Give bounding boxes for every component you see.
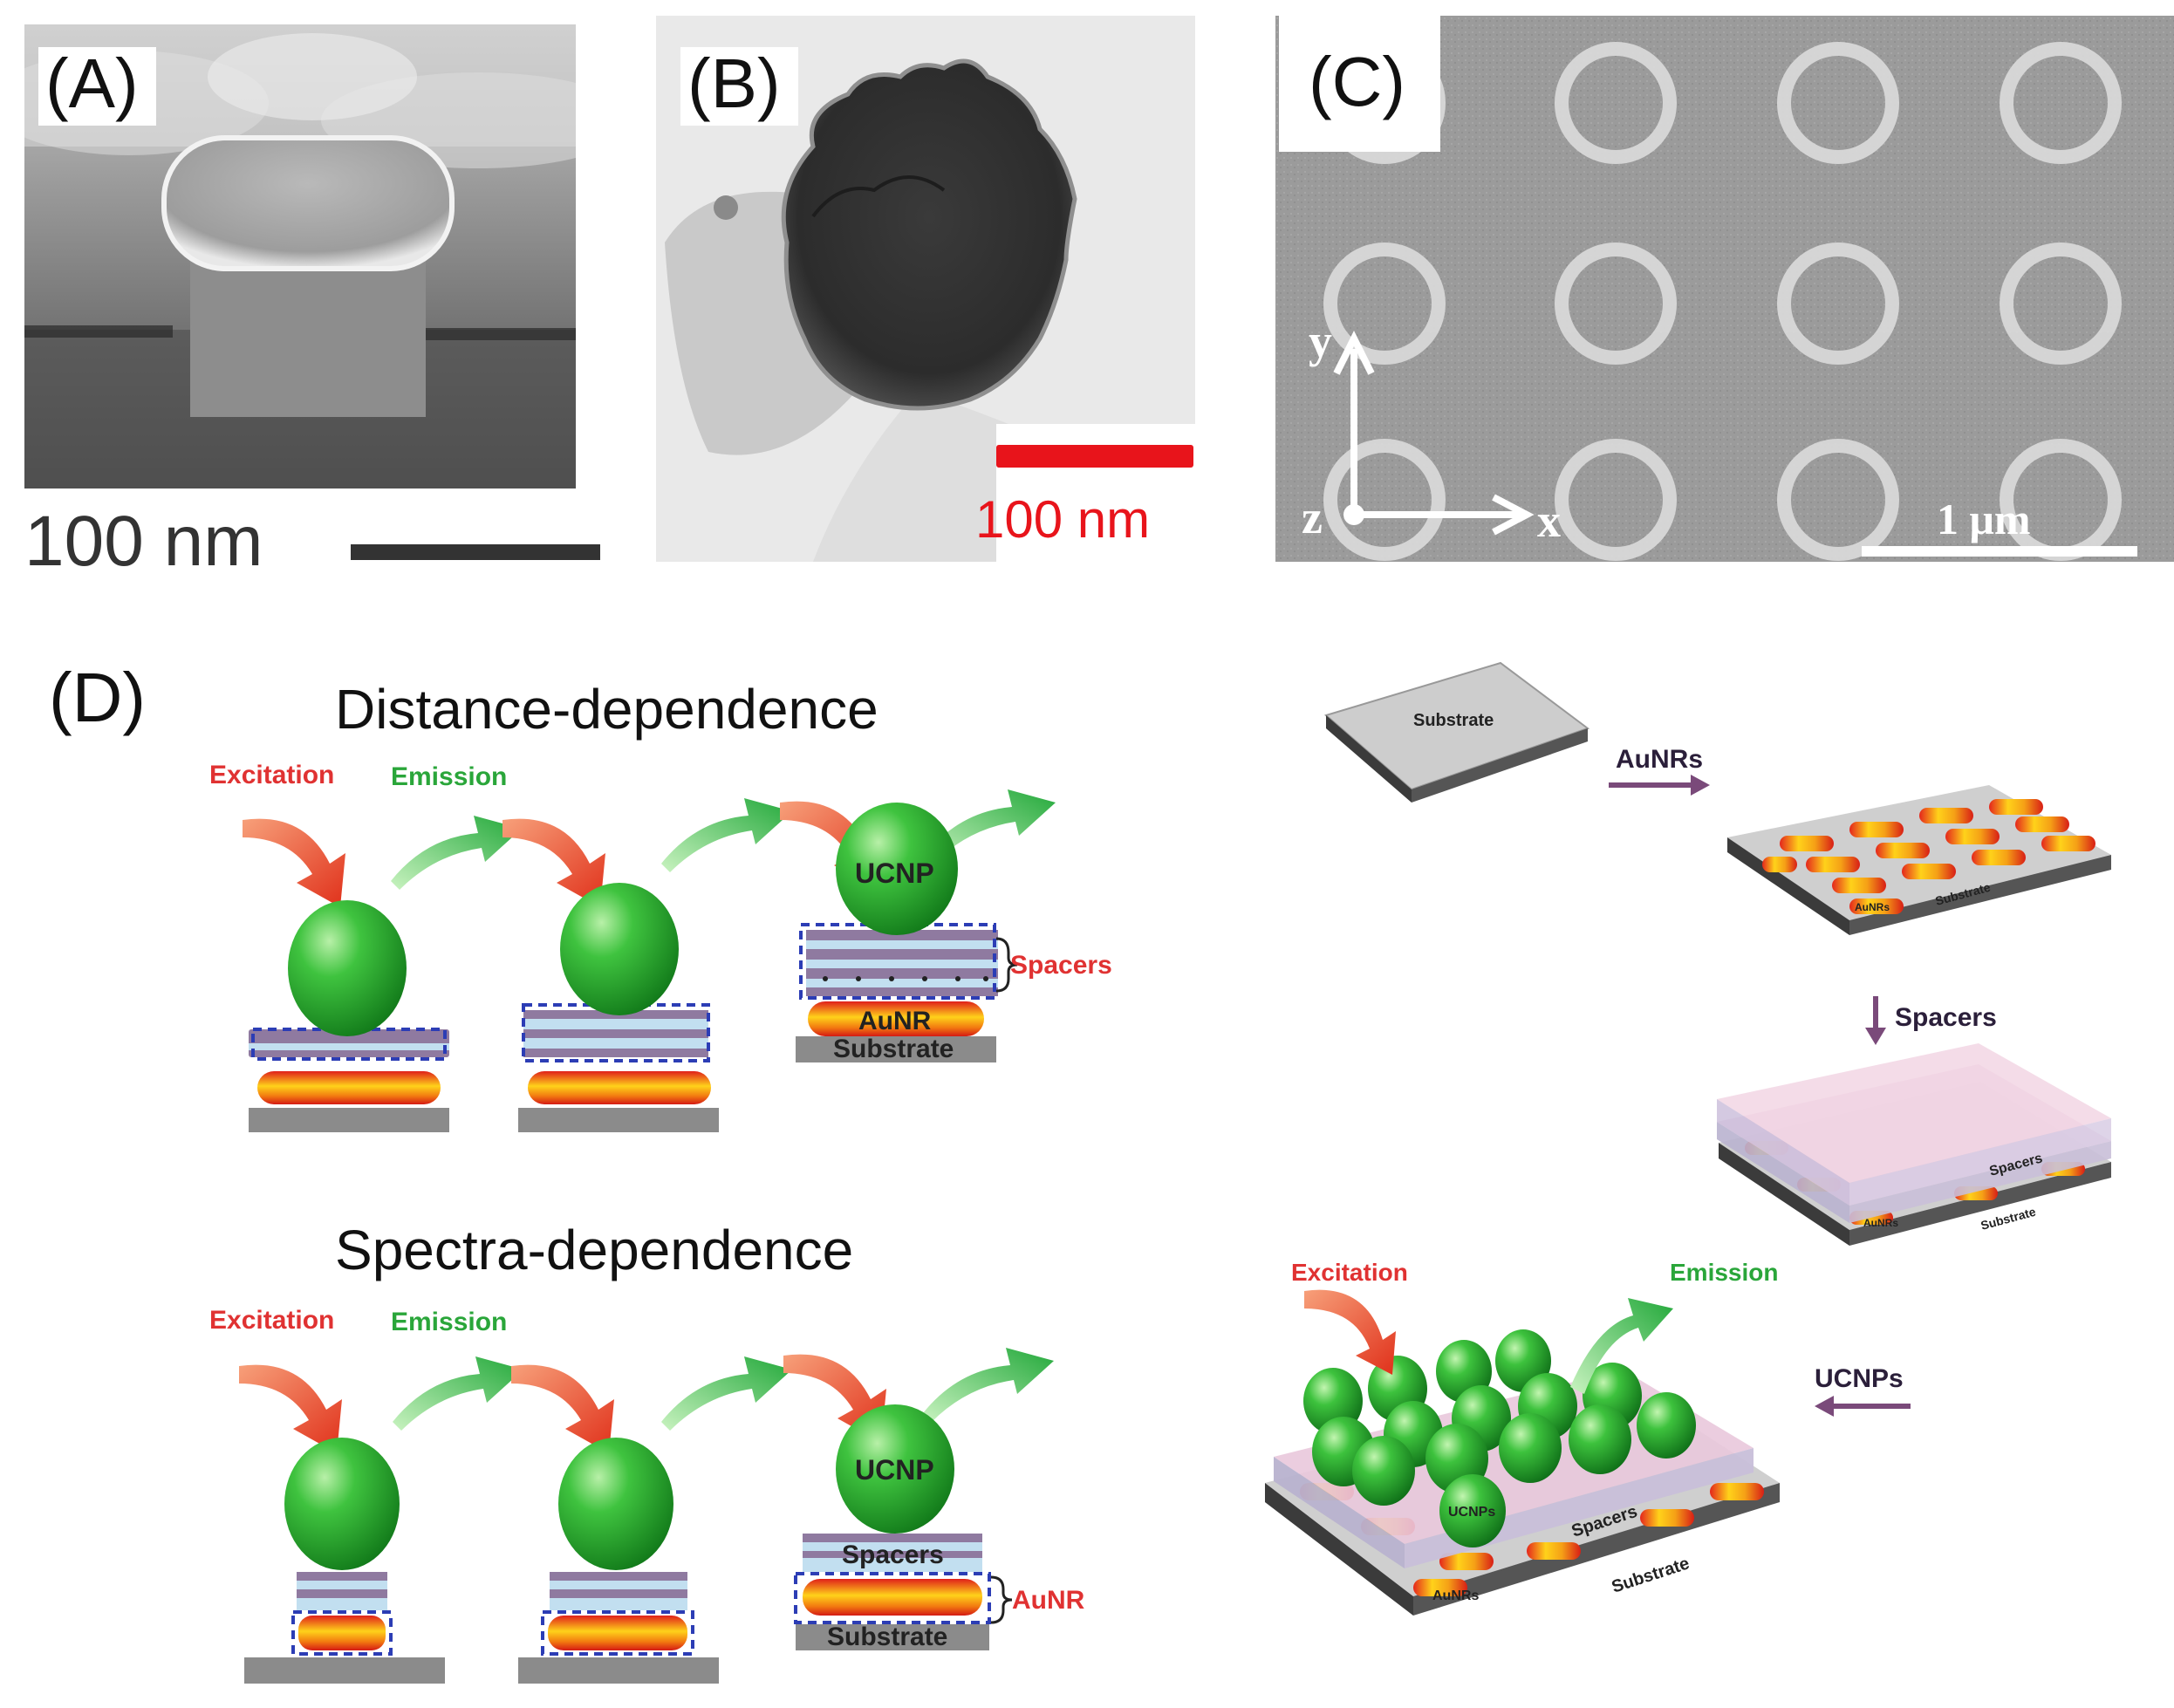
panel-c-label: (C) <box>1279 16 1441 152</box>
spectra-unit-3: UCNP Spacers AuNR Substrate <box>783 1348 1085 1651</box>
process-final-device <box>1265 1289 1780 1616</box>
panel-d-process: Substrate AuNRs AuNRs Substrate <box>1265 661 2111 1616</box>
process-substrate <box>1323 661 1590 803</box>
substrate-block <box>518 1657 719 1684</box>
panel-a-scale-bar <box>351 544 600 560</box>
aunr-bracket-label: AuNR <box>1012 1586 1085 1615</box>
emission-arrow-icon <box>661 798 792 872</box>
ucnp-sphere-array <box>1303 1329 1696 1547</box>
ucnp-label: UCNP <box>855 1454 934 1486</box>
emission-arrow-icon <box>923 1348 1054 1422</box>
spacers-label: Spacers <box>842 1541 944 1569</box>
panel-a <box>0 24 635 488</box>
panel-a-scale-bar-label: 100 nm <box>24 502 263 581</box>
final-ucnps-label: UCNPs <box>1448 1505 1495 1520</box>
panel-b-label: (B) <box>680 47 798 126</box>
ucnp-sphere <box>558 1438 673 1570</box>
emission-arrow-icon <box>393 1356 523 1431</box>
ucnp-sphere <box>560 883 679 1015</box>
ucnp-sphere <box>836 803 958 935</box>
process-spacer-substrate <box>1717 1043 2111 1246</box>
emission-arrow-icon <box>661 1356 792 1431</box>
aunr-rod-array <box>1762 799 2095 914</box>
panel-b-scale-bar <box>996 445 1193 468</box>
panel-a-sem-image <box>0 24 635 488</box>
arrow-down-icon <box>1865 996 1886 1045</box>
distance-dependence-title: Distance-dependence <box>335 678 878 741</box>
aunr-rod <box>548 1616 687 1650</box>
final-substrate-label: Substrate <box>1610 1554 1692 1596</box>
aunr-rod <box>808 1001 984 1036</box>
aunr-label: AuNR <box>858 1007 932 1035</box>
spacers-bracket-label: Spacers <box>1010 951 1112 980</box>
arrow-left-icon <box>1815 1396 1911 1417</box>
process-aunrs-small-label: AuNRs <box>1855 901 1890 913</box>
step-spacers-label: Spacers <box>1895 1003 1997 1032</box>
ucnp-label: UCNP <box>855 857 934 889</box>
panel-c-axes <box>1333 331 1535 536</box>
arrow-right-icon <box>1609 775 1710 796</box>
excitation-arrow-icon <box>511 1364 614 1453</box>
final-excitation-label: Excitation <box>1291 1259 1408 1286</box>
panel-b-scale-bar-label: 100 nm <box>975 490 1151 549</box>
ucnp-sphere <box>288 900 407 1036</box>
aunr-rod <box>803 1579 982 1616</box>
process-substrate-label: Substrate <box>1413 711 1494 730</box>
ucnp-sphere <box>284 1438 400 1570</box>
aunr-rod <box>257 1071 441 1104</box>
aunr-rod <box>298 1616 386 1650</box>
substrate-block <box>249 1108 449 1132</box>
panel-c-scale-bar <box>1862 546 2137 557</box>
final-aunrs-label: AuNRs <box>1432 1588 1479 1603</box>
emission-arrow-icon <box>1570 1298 1673 1394</box>
substrate-block <box>518 1108 719 1132</box>
panel-a-label: (A) <box>38 47 156 126</box>
ucnp-sphere <box>836 1404 954 1534</box>
spectra-dependence-title: Spectra-dependence <box>335 1219 854 1281</box>
distance-unit-2 <box>502 798 792 1132</box>
panel-d-schematics: Excitation Emission UCNP S <box>209 761 1112 1684</box>
excitation-arrow-icon <box>1304 1289 1396 1375</box>
spectra-unit-1 <box>239 1356 523 1684</box>
substrate-block <box>796 1036 996 1062</box>
distance-emission-label: Emission <box>391 762 507 791</box>
step-ucnps-label: UCNPs <box>1815 1364 1904 1393</box>
process-aunr-substrate <box>1727 785 2111 935</box>
spectra-emission-label: Emission <box>391 1308 507 1336</box>
panel-c-axis-y: y <box>1309 315 1332 367</box>
panel-d-label: (D) <box>49 659 147 736</box>
distance-unit-3: UCNP Spacers AuNR Substrate <box>780 789 1112 1063</box>
excitation-arrow-icon <box>243 818 345 907</box>
final-emission-label: Emission <box>1670 1259 1778 1286</box>
aunr-rod <box>528 1071 711 1104</box>
substrate-label: Substrate <box>827 1623 947 1651</box>
distance-excitation-label: Excitation <box>209 761 334 789</box>
step-aunrs-label: AuNRs <box>1616 745 1703 774</box>
substrate-label: Substrate <box>833 1035 954 1063</box>
panel-c-scale-bar-label: 1 μm <box>1937 495 2031 543</box>
panel-c-axis-z: z <box>1302 491 1323 543</box>
substrate-block <box>244 1657 445 1684</box>
spectra-excitation-label: Excitation <box>209 1306 334 1335</box>
substrate-block <box>796 1624 989 1650</box>
process-aunrs-small-label-2: AuNRs <box>1863 1217 1898 1229</box>
panel-c-axis-x: x <box>1537 495 1561 547</box>
emission-arrow-icon <box>391 816 522 890</box>
distance-unit-1 <box>243 816 522 1132</box>
spectra-unit-2 <box>511 1356 792 1684</box>
